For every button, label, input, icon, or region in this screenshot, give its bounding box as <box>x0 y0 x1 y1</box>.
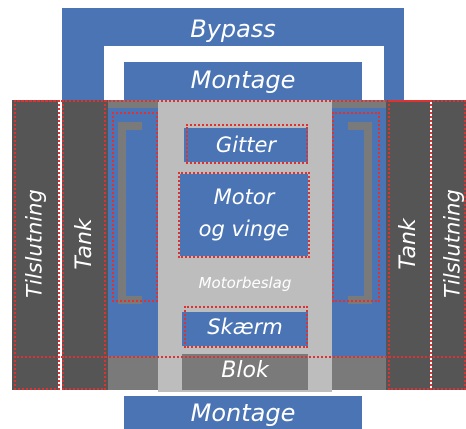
blok-block <box>182 354 308 390</box>
montage-bottom-label: Montage <box>190 399 296 427</box>
montage-bottom-block <box>124 396 362 429</box>
right-inner-frame-core <box>348 130 364 296</box>
blok-label: Blok <box>221 358 269 383</box>
tank-left-label: Tank <box>72 218 97 270</box>
tank-right-block <box>386 100 430 390</box>
tilslutning-right-label: Tilslutning <box>440 189 465 298</box>
bypass-label: Bypass <box>190 15 276 43</box>
motor-label-line1: Motor <box>213 185 275 209</box>
motorbeslag-label: Motorbeslag <box>198 274 292 292</box>
tilslutning-left-block <box>12 100 58 390</box>
tilslutning-right-block <box>432 100 466 390</box>
gitter-block <box>184 128 308 162</box>
skaerm-block <box>182 312 308 346</box>
motor-label-line2: og vinge <box>198 217 290 241</box>
gitter-label: Gitter <box>215 133 277 157</box>
left-inner-frame-core <box>126 130 142 296</box>
motor-block <box>180 174 308 256</box>
montage-top-label: Montage <box>190 66 296 94</box>
montage-top-block <box>124 62 362 102</box>
tank-right-label: Tank <box>396 218 421 270</box>
skaerm-label: Skærm <box>207 315 283 339</box>
tilslutning-left-label: Tilslutning <box>22 189 47 298</box>
tank-left-block <box>62 100 108 390</box>
